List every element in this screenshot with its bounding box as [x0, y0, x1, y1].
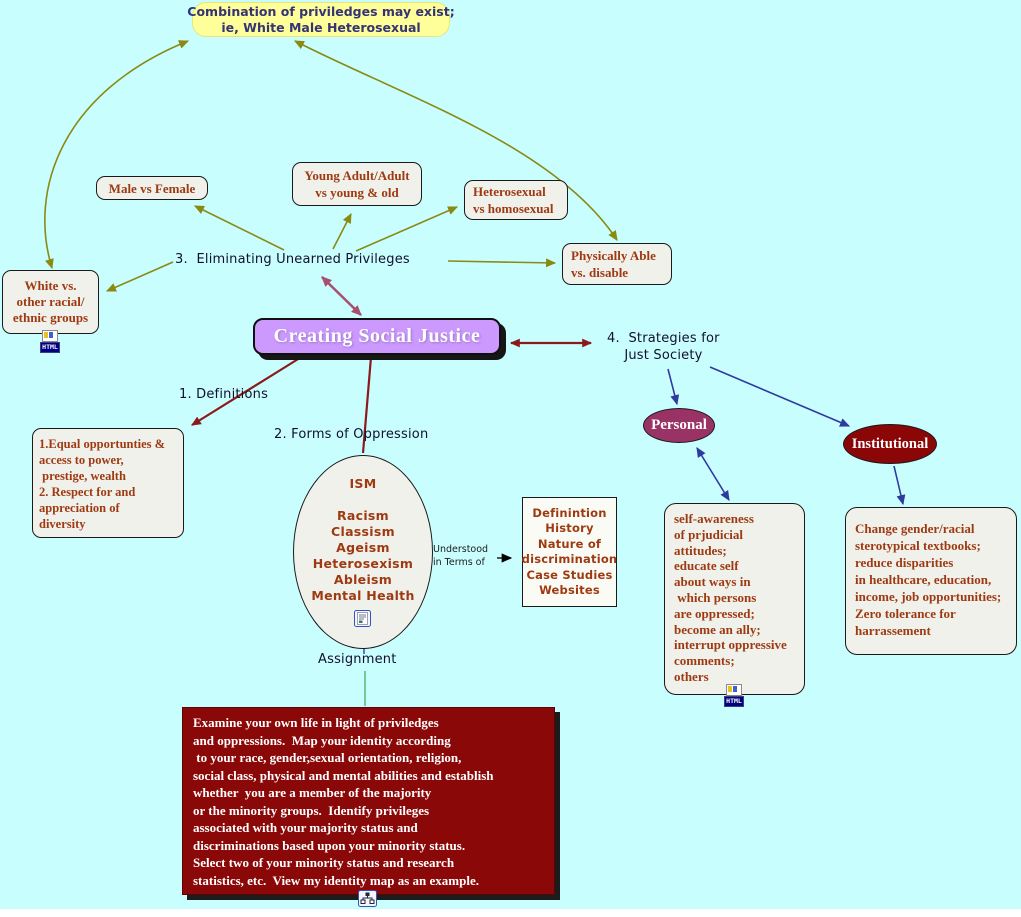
html-page-thumbnail-icon: [726, 684, 742, 696]
node-physically-able[interactable]: Physically Able vs. disable: [562, 243, 672, 285]
node-young-adult[interactable]: Young Adult/Adult vs young & old: [292, 162, 422, 206]
node-equal-opportunities[interactable]: 1.Equal opportunties & access to power, …: [32, 428, 184, 538]
bottom-strip: [0, 909, 1021, 917]
node-institutional[interactable]: Institutional: [843, 424, 937, 464]
node-assignment-description[interactable]: Examine your own life in light of privil…: [182, 707, 555, 895]
html-page-thumbnail-icon: [42, 330, 58, 342]
label-understood-in-terms-of: Understood in Terms of: [433, 544, 489, 568]
label-definitions[interactable]: 1. Definitions: [179, 387, 269, 402]
node-self-awareness[interactable]: self-awareness of prjudicial attitudes; …: [664, 503, 805, 695]
node-institutional-strategies[interactable]: Change gender/racial sterotypical textbo…: [845, 507, 1017, 655]
map-attachment-icon[interactable]: [358, 890, 377, 907]
label-strategies[interactable]: 4. Strategies for Just Society: [607, 331, 720, 363]
node-creating-social-justice[interactable]: Creating Social Justice: [253, 318, 501, 355]
node-white-vs-other[interactable]: White vs. other racial/ ethnic groups: [2, 270, 99, 334]
note-attachment-icon[interactable]: [354, 610, 371, 627]
node-heterosexual[interactable]: Heterosexual vs homosexual: [464, 180, 568, 220]
html-attachment-icon[interactable]: HTML: [724, 684, 744, 707]
node-definintion[interactable]: Definintion History Nature of discrimina…: [522, 497, 617, 607]
label-assignment[interactable]: Assignment: [318, 652, 397, 667]
node-combination-privileges[interactable]: Combination of priviledges may exist; ie…: [187, 2, 455, 37]
label-eliminating-privileges[interactable]: 3. Eliminating Unearned Privileges: [175, 252, 410, 267]
html-label: HTML: [40, 342, 60, 353]
html-attachment-icon[interactable]: HTML: [40, 330, 60, 353]
node-ism-ellipse[interactable]: ISM Racism Classism Ageism Heterosexism …: [293, 455, 433, 649]
label-forms-of-oppression[interactable]: 2. Forms of Oppression: [274, 427, 429, 442]
node-personal[interactable]: Personal: [643, 408, 715, 443]
html-label: HTML: [724, 696, 744, 707]
node-male-vs-female[interactable]: Male vs Female: [96, 176, 208, 200]
